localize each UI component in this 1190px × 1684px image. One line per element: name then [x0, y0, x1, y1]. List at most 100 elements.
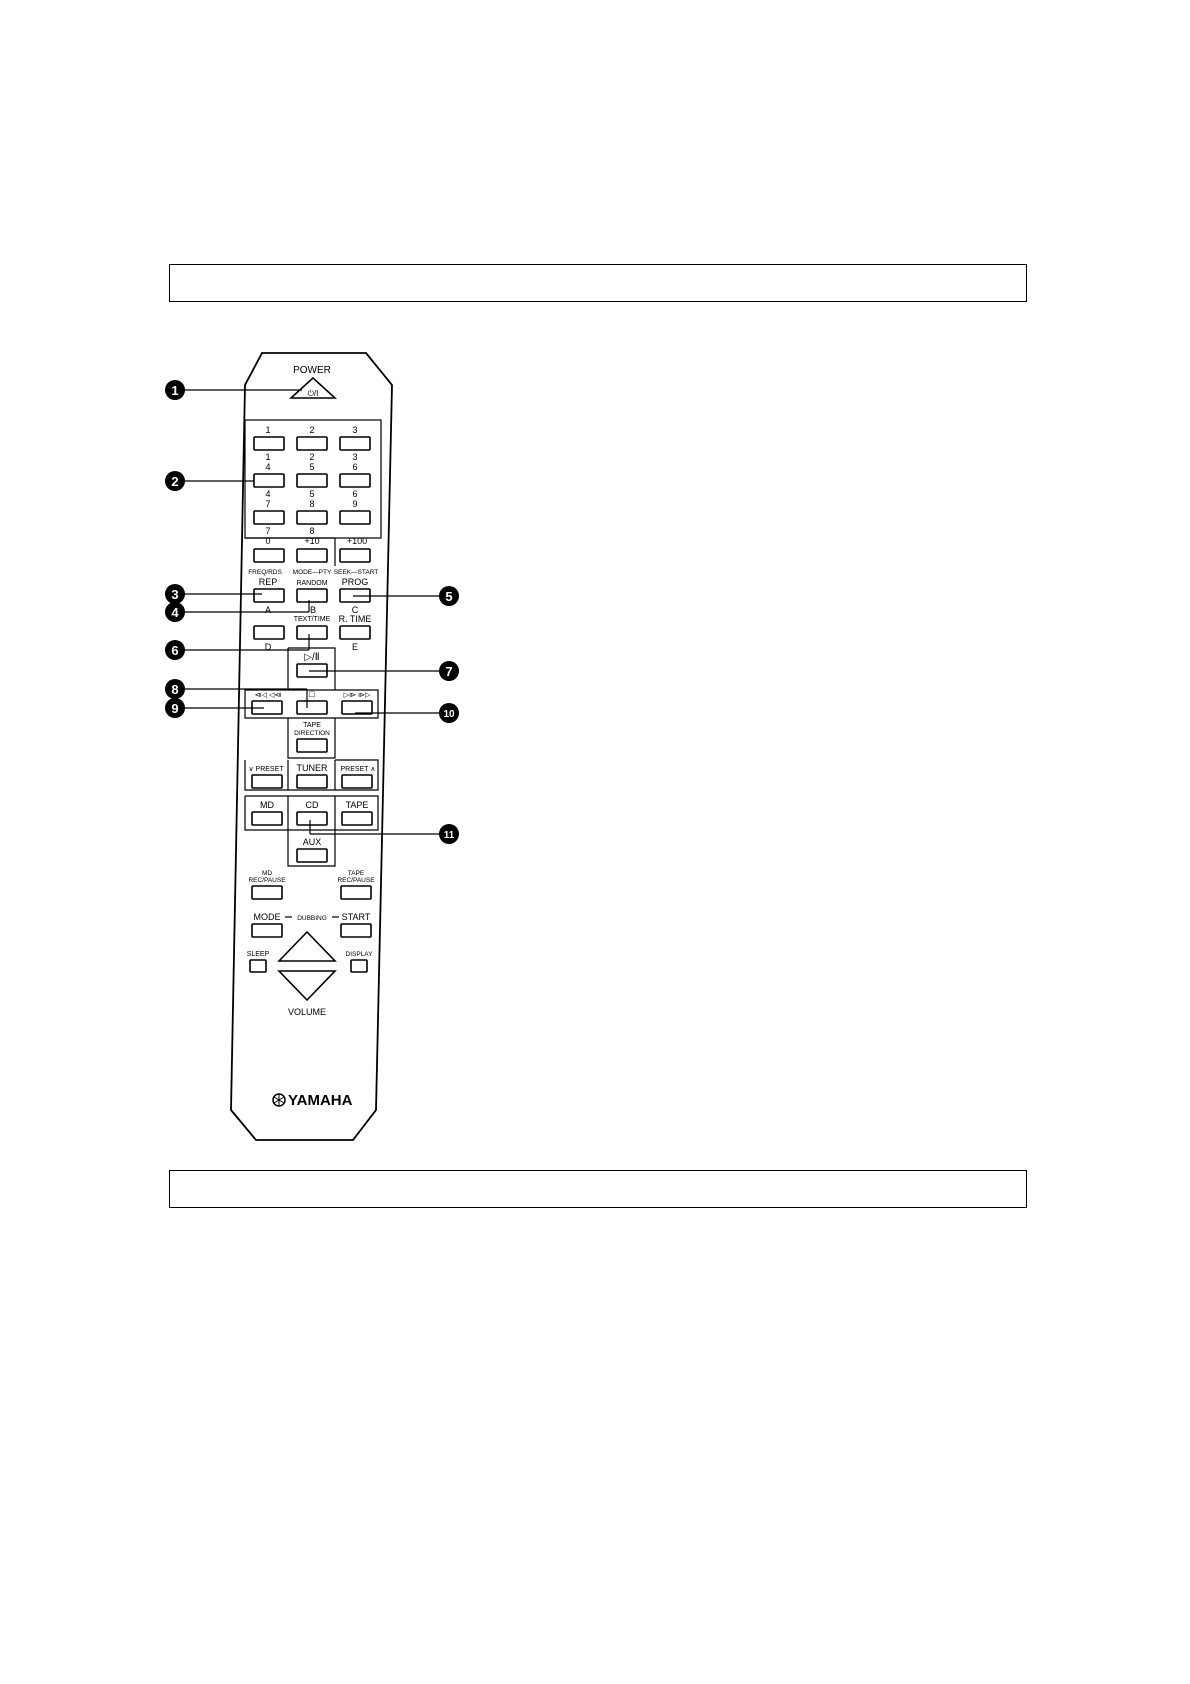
stop-icon: □ [309, 689, 315, 699]
digit-button-plus10[interactable] [296, 548, 328, 563]
callout-11: 11 [439, 824, 459, 844]
digit-button-3[interactable] [339, 436, 371, 451]
volume-down-button[interactable] [277, 970, 337, 1002]
power-icon: ⏻/I [308, 389, 319, 398]
callout-4: 4 [165, 602, 185, 622]
digit-button-7[interactable] [253, 510, 285, 525]
md-rec-label-1: MD [262, 870, 272, 877]
digit-button-9[interactable] [339, 510, 371, 525]
svg-text:1: 1 [171, 383, 178, 398]
aux-button[interactable] [296, 848, 328, 863]
digit-button-plus100[interactable] [339, 548, 371, 563]
tuner-label: TUNER [297, 763, 328, 773]
play-pause-icon: ▷/Ⅱ [304, 652, 319, 663]
callout-7: 7 [439, 661, 459, 681]
svg-text:3: 3 [171, 587, 178, 602]
volume-up-button[interactable] [277, 930, 337, 962]
digit-sublabel-6: 6 [352, 489, 357, 499]
volume-label: VOLUME [288, 1007, 326, 1017]
display-button[interactable] [350, 959, 368, 973]
tape-button[interactable] [341, 811, 373, 826]
digit-button-6[interactable] [339, 473, 371, 488]
callout-2: 2 [165, 471, 185, 491]
skip-forward-icon: ▷⧐ ⧐▷ [344, 692, 371, 699]
digit-sublabel-5: 5 [309, 489, 314, 499]
digit-label-7: 7 [265, 499, 270, 509]
callout-1: 1 [165, 380, 185, 400]
rep-label: REP [259, 577, 278, 587]
md-button[interactable] [251, 811, 283, 826]
digits-row-1: 1 2 3 [253, 425, 371, 451]
digit-sublabel-4: 4 [265, 489, 270, 499]
digit-label-2: 2 [309, 425, 314, 435]
e-label: E [352, 642, 358, 652]
tuner-frame [244, 759, 379, 791]
tape-direction-label-2: DIRECTION [294, 730, 330, 737]
digit-label-4: 4 [265, 462, 270, 472]
callout-3: 3 [165, 584, 185, 604]
svg-text:5: 5 [445, 589, 452, 604]
digit-button-5[interactable] [296, 473, 328, 488]
svg-text:8: 8 [171, 682, 178, 697]
svg-text:10: 10 [443, 709, 455, 720]
a-label: A [265, 605, 271, 615]
digit-button-1[interactable] [253, 436, 285, 451]
digit-label-plus10: +10 [304, 536, 319, 546]
tape-direction-button[interactable] [296, 738, 328, 753]
tape-direction-label-1: TAPE [303, 722, 321, 729]
yamaha-logo: YAMAHA [272, 1092, 353, 1109]
dubbing-mode-button[interactable] [251, 923, 283, 938]
digit-sublabel-8: 8 [309, 526, 314, 536]
start-label: START [342, 912, 371, 922]
tape-rec-label-1: TAPE [348, 870, 365, 877]
digit-sublabel-1: 1 [265, 452, 270, 462]
digit-button-2[interactable] [296, 436, 328, 451]
random-label: RANDOM [296, 580, 327, 587]
rep-button[interactable] [253, 588, 285, 603]
digit-label-5: 5 [309, 462, 314, 472]
bottom-caption-frame [169, 1170, 1027, 1208]
preset-up-button[interactable] [341, 774, 373, 789]
tape-rec-label-2: REC/PAUSE [337, 877, 375, 884]
display-label: DISPLAY [346, 951, 374, 958]
dubbing-label: DUBBING [297, 915, 327, 922]
digit-button-4[interactable] [253, 473, 285, 488]
digit-sublabel-7: 7 [265, 526, 270, 536]
digit-button-0[interactable] [253, 548, 285, 563]
c-label: C [352, 605, 359, 615]
digit-label-8: 8 [309, 499, 314, 509]
callout-8: 8 [165, 679, 185, 699]
digit-label-1: 1 [265, 425, 270, 435]
callout-9: 9 [165, 698, 185, 718]
preset-down-button[interactable] [251, 774, 283, 789]
callout-lines [180, 389, 444, 835]
r-time-label: R. TIME [339, 614, 372, 624]
stop-button[interactable] [296, 700, 328, 715]
md-rec-pause-button[interactable] [251, 885, 283, 900]
sleep-button[interactable] [249, 959, 267, 973]
r-time-button[interactable] [339, 625, 371, 640]
callout-5: 5 [439, 586, 459, 606]
svg-text:2: 2 [171, 474, 178, 489]
dubbing-start-button[interactable] [340, 923, 372, 938]
skip-forward-button[interactable] [341, 700, 373, 715]
mode-pty-label: MODE—PTY [293, 569, 332, 576]
digits-row-3: 4 5 6 7 8 9 [253, 489, 371, 525]
digit-label-9: 9 [352, 499, 357, 509]
digit-label-plus100: +100 [347, 536, 367, 546]
text-time-button[interactable] [296, 625, 328, 640]
b-label: B [310, 605, 316, 615]
source-frame [244, 795, 379, 867]
brand-name: YAMAHA [288, 1092, 353, 1109]
digit-sublabel-2: 2 [309, 452, 314, 462]
md-label: MD [260, 800, 274, 810]
random-button[interactable] [296, 588, 328, 603]
tuner-button[interactable] [296, 774, 328, 789]
power-button[interactable] [288, 376, 338, 399]
prog-label: PROG [342, 577, 369, 587]
tape-rec-pause-button[interactable] [340, 885, 372, 900]
callout-10: 10 [439, 703, 459, 723]
d-button[interactable] [253, 625, 285, 640]
cd-button[interactable] [296, 811, 328, 826]
digit-button-8[interactable] [296, 510, 328, 525]
